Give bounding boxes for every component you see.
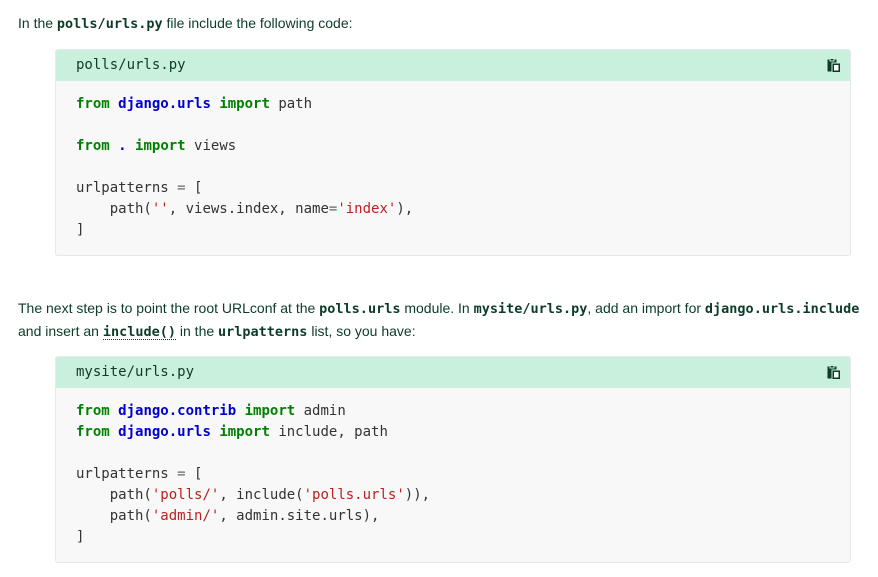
para-text: in the <box>176 323 219 339</box>
para-text: list, so you have: <box>307 323 416 339</box>
snippet-header: polls/urls.py <box>56 50 850 81</box>
keyword: import <box>244 403 296 419</box>
code-line: ] <box>76 527 830 548</box>
string-literal: 'admin/' <box>151 508 220 524</box>
module-name: django.urls <box>118 424 211 440</box>
clipboard-copy-icon[interactable] <box>827 365 841 380</box>
identifier: urlpatterns <box>76 180 169 196</box>
operator: = <box>177 180 186 196</box>
code-line: path('admin/', admin.site.urls), <box>76 506 830 527</box>
code-line-blank <box>76 115 830 136</box>
module-name: . <box>118 138 127 154</box>
code-line: from . import views <box>76 136 830 157</box>
code-snippet-polls-urls: polls/urls.py from django.urls import pa… <box>55 49 851 256</box>
code-text: , admin.site.urls), <box>219 508 380 524</box>
code-line: urlpatterns = [ <box>76 178 830 199</box>
para-text: , add an import for <box>587 300 705 316</box>
inline-code: mysite/urls.py <box>473 301 588 317</box>
identifier: admin <box>303 403 346 419</box>
code-line-blank <box>76 157 830 178</box>
operator: = <box>177 466 186 482</box>
code-line: urlpatterns = [ <box>76 464 830 485</box>
string-literal: 'polls/' <box>151 487 220 503</box>
code-line: from django.urls import include, path <box>76 422 830 443</box>
string-literal: '' <box>151 201 169 217</box>
identifier: urlpatterns <box>76 466 169 482</box>
module-name: django.contrib <box>118 403 237 419</box>
string-literal: 'index' <box>337 201 397 217</box>
keyword: from <box>76 424 110 440</box>
keyword: from <box>76 138 110 154</box>
keyword: from <box>76 403 110 419</box>
clipboard-copy-icon[interactable] <box>827 58 841 73</box>
identifier: path <box>278 96 313 112</box>
snippet-filename: polls/urls.py <box>76 57 186 73</box>
keyword: import <box>135 138 186 154</box>
code-text: path( <box>109 508 152 524</box>
inline-code-link[interactable]: include() <box>102 324 176 340</box>
identifier: views <box>194 138 237 154</box>
identifier: include, path <box>278 424 388 440</box>
code-text: )), <box>404 487 431 503</box>
string-literal: 'polls.urls' <box>303 487 405 503</box>
code-line: path('', views.index, name='index'), <box>76 199 830 220</box>
snippet-header: mysite/urls.py <box>56 357 850 388</box>
keyword: from <box>76 96 110 112</box>
module-name: django.urls <box>118 96 211 112</box>
next-step-paragraph: The next step is to point the root URLco… <box>18 297 872 343</box>
code-line-blank <box>76 443 830 464</box>
keyword: import <box>219 424 270 440</box>
punctuation: [ <box>194 180 203 196</box>
intro-paragraph: In the polls/urls.py file include the fo… <box>18 12 872 35</box>
punctuation: ] <box>76 529 85 545</box>
code-line: path('polls/', include('polls.urls')), <box>76 485 830 506</box>
snippet-filename: mysite/urls.py <box>76 364 195 380</box>
keyword: import <box>219 96 270 112</box>
code-text: , views.index, name <box>168 201 329 217</box>
para-text: and insert an <box>18 323 103 339</box>
para-text: In the <box>18 15 57 31</box>
para-text: file include the following code: <box>162 15 353 31</box>
code-snippet-mysite-urls: mysite/urls.py from django.contrib impor… <box>55 356 851 563</box>
punctuation: [ <box>194 466 203 482</box>
inline-code: urlpatterns <box>218 324 308 340</box>
code-text: path( <box>109 201 152 217</box>
inline-code: polls.urls <box>319 301 401 317</box>
code-text: path( <box>109 487 152 503</box>
para-text: module. In <box>400 300 474 316</box>
code-text: , include( <box>219 487 304 503</box>
inline-code: django.urls.include <box>704 301 860 317</box>
operator: = <box>328 201 338 217</box>
include-function-link[interactable]: include() <box>102 323 176 340</box>
code-line: from django.contrib import admin <box>76 401 830 422</box>
inline-code-filename: polls/urls.py <box>56 16 163 32</box>
code-text: ), <box>396 201 414 217</box>
code-line: from django.urls import path <box>76 94 830 115</box>
para-text: The next step is to point the root URLco… <box>18 300 320 316</box>
punctuation: ] <box>76 222 85 238</box>
code-line: ] <box>76 220 830 241</box>
